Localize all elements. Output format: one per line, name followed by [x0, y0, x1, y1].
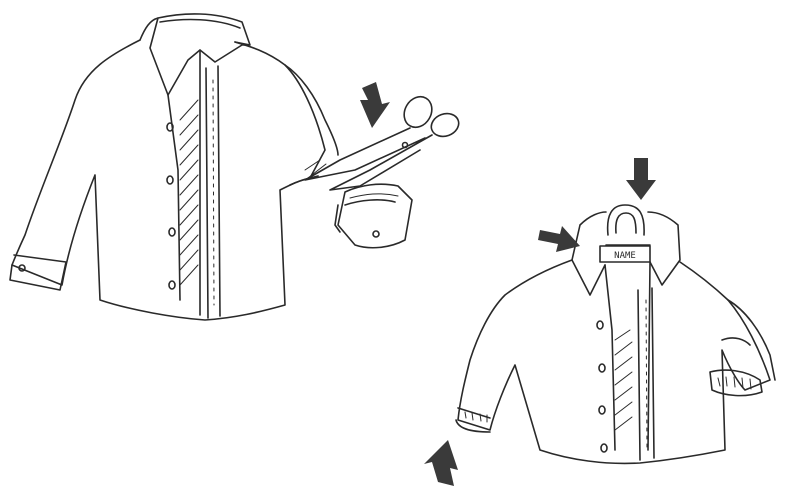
button [599, 364, 605, 372]
scissors-handle-bottom [428, 110, 462, 140]
button [597, 321, 603, 329]
scissors-pivot [403, 143, 408, 148]
arrow-to-name-label [538, 226, 580, 252]
jacket-buttons [597, 321, 607, 452]
shirt-left-collar-band [160, 20, 240, 28]
jacket-right-cuff [710, 370, 762, 396]
hanging-loop [608, 205, 644, 235]
cuff-button [373, 231, 379, 237]
shirt-left-placket-stitches [213, 80, 214, 305]
shirt-left-body [12, 40, 325, 320]
jacket-placket-stitches [646, 300, 647, 450]
cuff-icon [335, 184, 412, 248]
jacket-right: NAME [456, 205, 775, 463]
shirt-left-right-sleeve [285, 65, 338, 185]
shirt-left-hatching [180, 100, 198, 285]
jacket-inner [605, 262, 650, 450]
jacket-hatching [615, 330, 632, 430]
button [599, 406, 605, 414]
arrow-to-scissors [360, 82, 390, 128]
shirt-left-cuff [10, 255, 66, 290]
button [169, 228, 175, 236]
arrow-to-hanging-loop [626, 158, 656, 200]
button [169, 281, 175, 289]
arrow-to-elastic-cuff [424, 440, 458, 486]
button [167, 176, 173, 184]
button [601, 444, 607, 452]
shirt-left [10, 14, 338, 320]
scissors-blades [305, 128, 432, 190]
name-label-text: NAME [614, 251, 636, 261]
shirt-left-buttons [167, 123, 175, 289]
